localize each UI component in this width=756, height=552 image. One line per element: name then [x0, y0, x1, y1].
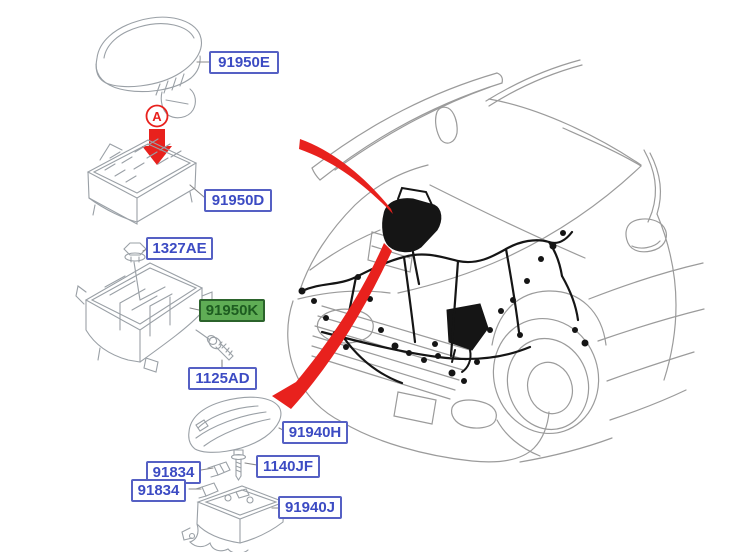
side-mirror: [625, 218, 667, 253]
car-illustration: [287, 59, 705, 463]
relay-box: [446, 303, 489, 351]
part-label-91950K-highlighted[interactable]: 91950K: [199, 299, 265, 322]
part-drawing-91940h: [188, 396, 282, 453]
part-label-1125AD[interactable]: 1125AD: [188, 367, 257, 390]
leader-lines: [142, 61, 284, 509]
part-label-91940J[interactable]: 91940J: [278, 496, 342, 519]
engine-harness: [298, 186, 589, 385]
red-down-arrow: [142, 129, 172, 165]
part-label-91834-lower[interactable]: 91834: [131, 479, 186, 502]
part-label-91950E[interactable]: 91950E: [209, 51, 279, 74]
callout-a-circle: A: [145, 104, 169, 128]
engine-fuse-box: [382, 198, 442, 253]
part-label-1327AE[interactable]: 1327AE: [146, 237, 213, 260]
part-drawing-1140jf-bolt: [230, 449, 247, 482]
callout-a-letter: A: [152, 109, 162, 124]
fog-lamp: [450, 399, 497, 429]
part-drawing-1125ad-bolt: [195, 329, 234, 361]
part-label-91950D[interactable]: 91950D: [204, 189, 272, 212]
front-wheel-arch: [492, 317, 600, 435]
part-drawing-91834-upper: [207, 461, 231, 478]
headlight: [316, 308, 374, 344]
front-tire: [506, 337, 590, 431]
front-wheel-rim: [526, 361, 574, 415]
part-drawing-91940j: [181, 485, 286, 552]
part-drawing-91950k: [75, 262, 213, 373]
part-drawing-91950e: [95, 16, 202, 119]
harness-connectors: [298, 230, 589, 384]
part-label-91940H[interactable]: 91940H: [282, 421, 348, 444]
part-drawing-91950d: [86, 138, 198, 225]
red-swoosh-arrow: [272, 139, 393, 409]
part-label-1140JF[interactable]: 1140JF: [256, 455, 320, 478]
